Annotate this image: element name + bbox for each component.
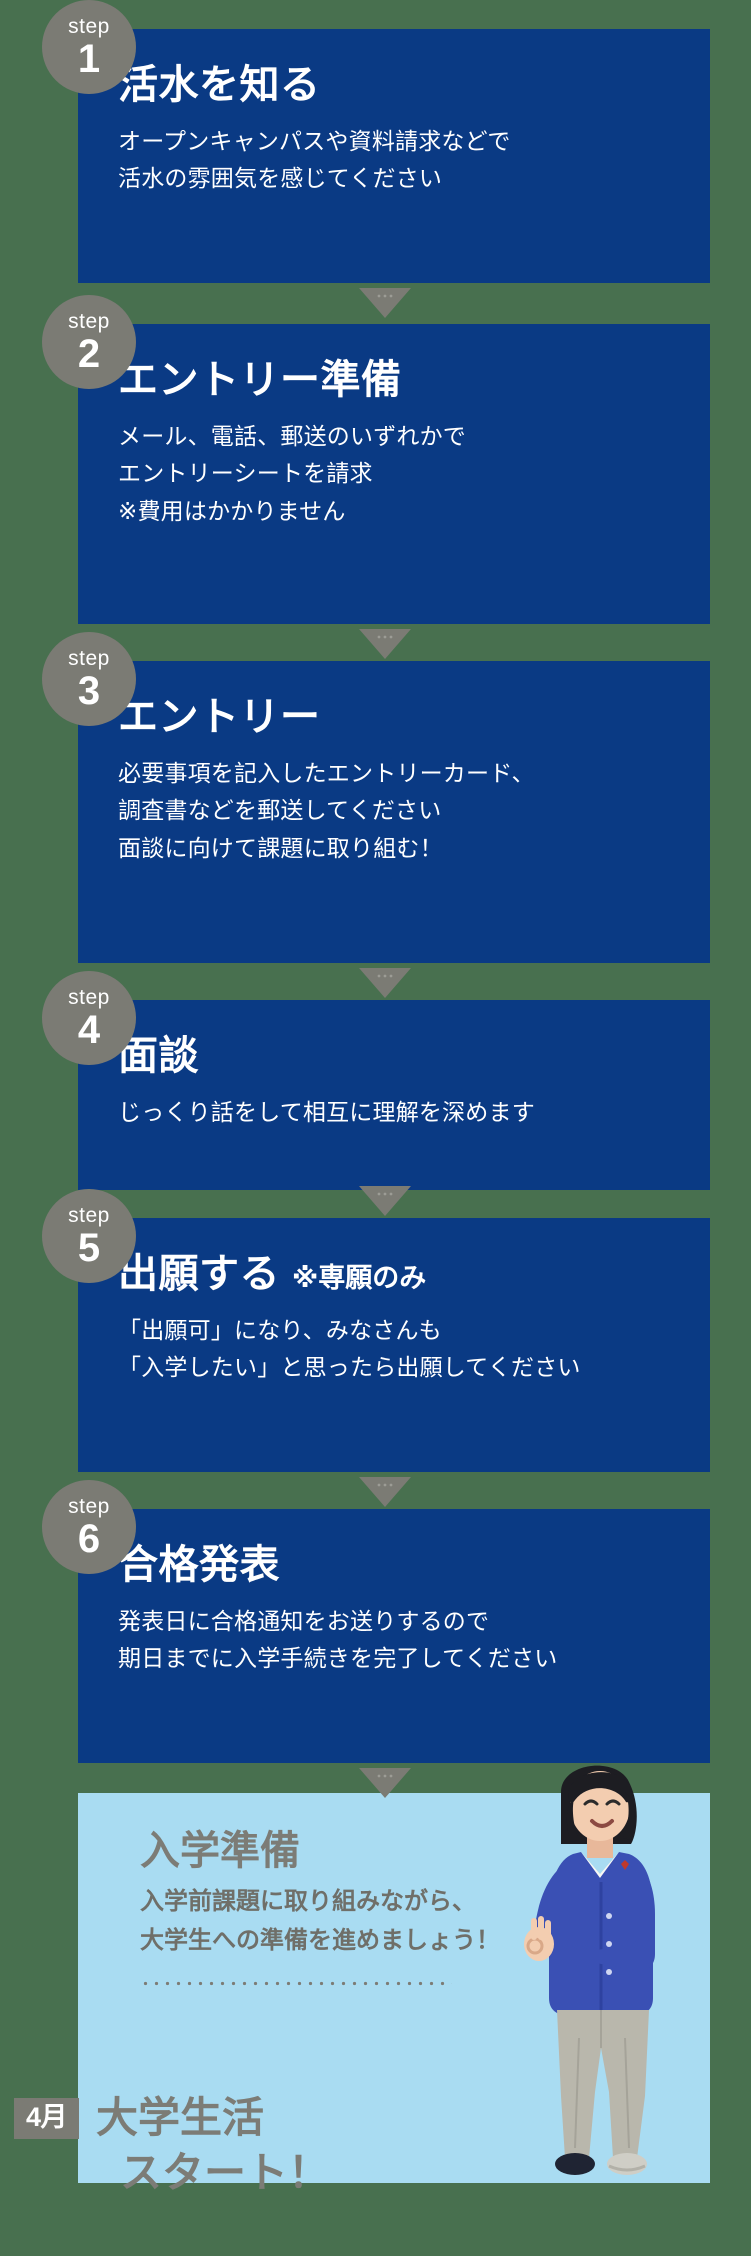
step-desc-line: オープンキャンパスや資料請求などで (118, 128, 511, 154)
step-badge-number: 3 (77, 668, 101, 713)
step-badge-label: step (68, 646, 110, 670)
step-desc-3: 必要事項を記入したエントリーカード、 調査書などを郵送してください 面談に向けて… (118, 755, 670, 867)
step-badge-label: step (68, 14, 110, 38)
step-desc-line: 「入学したい」と思ったら出願してください (118, 1354, 581, 1381)
step-desc-line: 必要事項を記入したエントリーカード、 (118, 760, 535, 786)
step-desc-line: 面談に向けて課題に取り組む！ (118, 834, 443, 861)
step-badge-1: step 1 (42, 0, 136, 94)
step-desc-line: ※費用はかかりません (118, 497, 346, 524)
flow-arrow-icon-4 (359, 1186, 411, 1216)
step-desc-line: 発表日に合格通知をお送りするので (118, 1608, 490, 1634)
flow-arrow-icon-3 (359, 968, 411, 998)
step-desc-line: じっくり話をして相互に理解を深めます (118, 1099, 535, 1125)
step-desc-line: 「出願可」になり、みなさんも (118, 1317, 442, 1343)
step-title-note-5: ※専願のみ (292, 1263, 427, 1293)
step-badge-number: 1 (77, 36, 101, 81)
step-badge-6: step 6 (42, 1480, 136, 1574)
step-badge-3: step 3 (42, 632, 136, 726)
bottom-desc-line: 大学生への準備を進めましょう！ (140, 1926, 500, 1954)
step-desc-4: じっくり話をして相互に理解を深めます (118, 1094, 670, 1131)
step-title-1: 活水を知る (118, 63, 321, 107)
bottom-panel-title: 入学準備 (140, 1829, 300, 1873)
step-desc-line: 活水の雰囲気を感じてください (118, 165, 443, 192)
month-badge: 4月 (14, 2098, 80, 2139)
step-desc-6: 発表日に合格通知をお送りするので 期日までに入学手続きを完了してください (118, 1603, 670, 1678)
step-title-6: 合格発表 (118, 1543, 280, 1587)
step-badge-label: step (68, 1203, 110, 1227)
step-badge-4: step 4 (42, 971, 136, 1065)
step-title-3: エントリー (118, 695, 321, 739)
flow-arrow-icon-2 (359, 629, 411, 659)
step-title-4: 面談 (118, 1034, 199, 1078)
flow-arrow-icon-5 (359, 1477, 411, 1507)
bottom-desc-line: 入学前課題に取り組みながら、 (140, 1888, 476, 1915)
start-headline-line: スタート！ (120, 2149, 331, 2197)
step-desc-line: メール、電話、郵送のいずれかで (118, 423, 466, 449)
step-desc-1: オープンキャンパスや資料請求などで 活水の雰囲気を感じてください (118, 123, 670, 198)
flow-arrow-icon-1 (359, 288, 411, 318)
step-block-5: 出願する※専願のみ 「出願可」になり、みなさんも 「入学したい」と思ったら出願し… (78, 1218, 710, 1472)
step-badge-number: 2 (77, 331, 101, 376)
step-block-3: エントリー 必要事項を記入したエントリーカード、 調査書などを郵送してください … (78, 661, 710, 963)
step-badge-label: step (68, 309, 110, 333)
step-desc-2: メール、電話、郵送のいずれかで エントリーシートを請求 ※費用はかかりません (118, 418, 670, 530)
step-badge-label: step (68, 985, 110, 1009)
step-badge-number: 5 (77, 1225, 101, 1270)
step-badge-number: 6 (77, 1516, 101, 1561)
start-headline-line: 大学生活 (96, 2094, 265, 2141)
step-title-5: 出願する※専願のみ (118, 1252, 427, 1296)
step-desc-line: 調査書などを郵送してください (118, 797, 442, 824)
student-photo (505, 1748, 705, 2178)
step-block-4: 面談 じっくり話をして相互に理解を深めます (78, 1000, 710, 1190)
step-desc-line: エントリーシートを請求 (118, 460, 373, 487)
step-block-2: エントリー準備 メール、電話、郵送のいずれかで エントリーシートを請求 ※費用は… (78, 324, 710, 624)
start-headline: 大学生活 スタート！ (96, 2090, 330, 2201)
step-desc-line: 期日までに入学手続きを完了してください (118, 1645, 558, 1672)
step-title-2: エントリー準備 (118, 358, 402, 402)
flow-arrow-icon-6 (359, 1768, 411, 1798)
step-badge-2: step 2 (42, 295, 136, 389)
step-desc-5: 「出願可」になり、みなさんも 「入学したい」と思ったら出願してください (118, 1312, 670, 1387)
step-block-6: 合格発表 発表日に合格通知をお送りするので 期日までに入学手続きを完了してくださ… (78, 1509, 710, 1763)
dotted-divider (140, 1980, 452, 1986)
step-badge-label: step (68, 1494, 110, 1518)
step-block-1: 活水を知る オープンキャンパスや資料請求などで 活水の雰囲気を感じてください (78, 29, 710, 283)
step-badge-5: step 5 (42, 1189, 136, 1283)
step-badge-number: 4 (77, 1007, 101, 1052)
bottom-panel-desc: 入学前課題に取り組みながら、 大学生への準備を進めましょう！ (140, 1883, 710, 1961)
